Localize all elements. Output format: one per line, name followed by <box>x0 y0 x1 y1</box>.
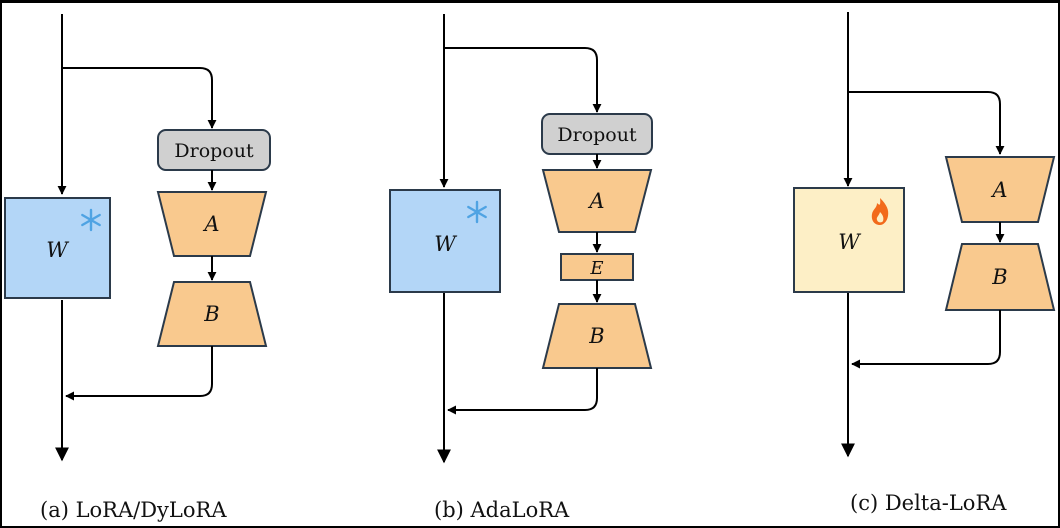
branch-path <box>848 91 1005 155</box>
a-down-projection <box>944 156 1056 223</box>
weight-label: W <box>838 230 862 254</box>
dropout-label: Dropout <box>174 140 254 162</box>
b-label: B <box>203 302 219 326</box>
weight-block <box>389 189 501 293</box>
weight-label: W <box>46 238 70 262</box>
b-up-projection <box>944 243 1056 311</box>
snowflake-icon <box>81 208 101 232</box>
dropout-label: Dropout <box>557 124 637 146</box>
merge-path <box>447 368 598 415</box>
caption-delta-lora: (c) Delta-LoRA <box>850 491 1007 515</box>
b-label: B <box>588 324 604 348</box>
merge-path <box>851 310 1001 369</box>
caption-adalora: (b) AdaLoRA <box>434 498 570 522</box>
dropout-block <box>157 129 271 171</box>
a-down-projection <box>156 191 268 257</box>
merge-path <box>65 346 213 401</box>
b-up-projection <box>156 281 268 347</box>
b-up-projection <box>541 303 653 369</box>
a-label: A <box>990 178 1007 202</box>
branch-path <box>444 47 602 113</box>
a-label: A <box>202 212 219 236</box>
panel-adalora: W Dropout A E B (b) AdaLoRA <box>389 14 653 522</box>
a-down-projection <box>541 169 653 233</box>
weight-block <box>4 197 111 299</box>
e-label: E <box>589 258 603 279</box>
branch-path <box>62 67 217 129</box>
a-label: A <box>587 189 604 213</box>
b-label: B <box>991 265 1007 289</box>
weight-label: W <box>434 232 458 256</box>
panel-delta-lora: W A B (c) Delta-LoRA <box>793 12 1056 515</box>
snowflake-icon <box>467 200 487 224</box>
flame-icon <box>871 198 889 225</box>
panel-lora: W Dropout A B (a) LoRA/DyLoRA <box>4 14 271 522</box>
caption-lora: (a) LoRA/DyLoRA <box>40 498 227 522</box>
